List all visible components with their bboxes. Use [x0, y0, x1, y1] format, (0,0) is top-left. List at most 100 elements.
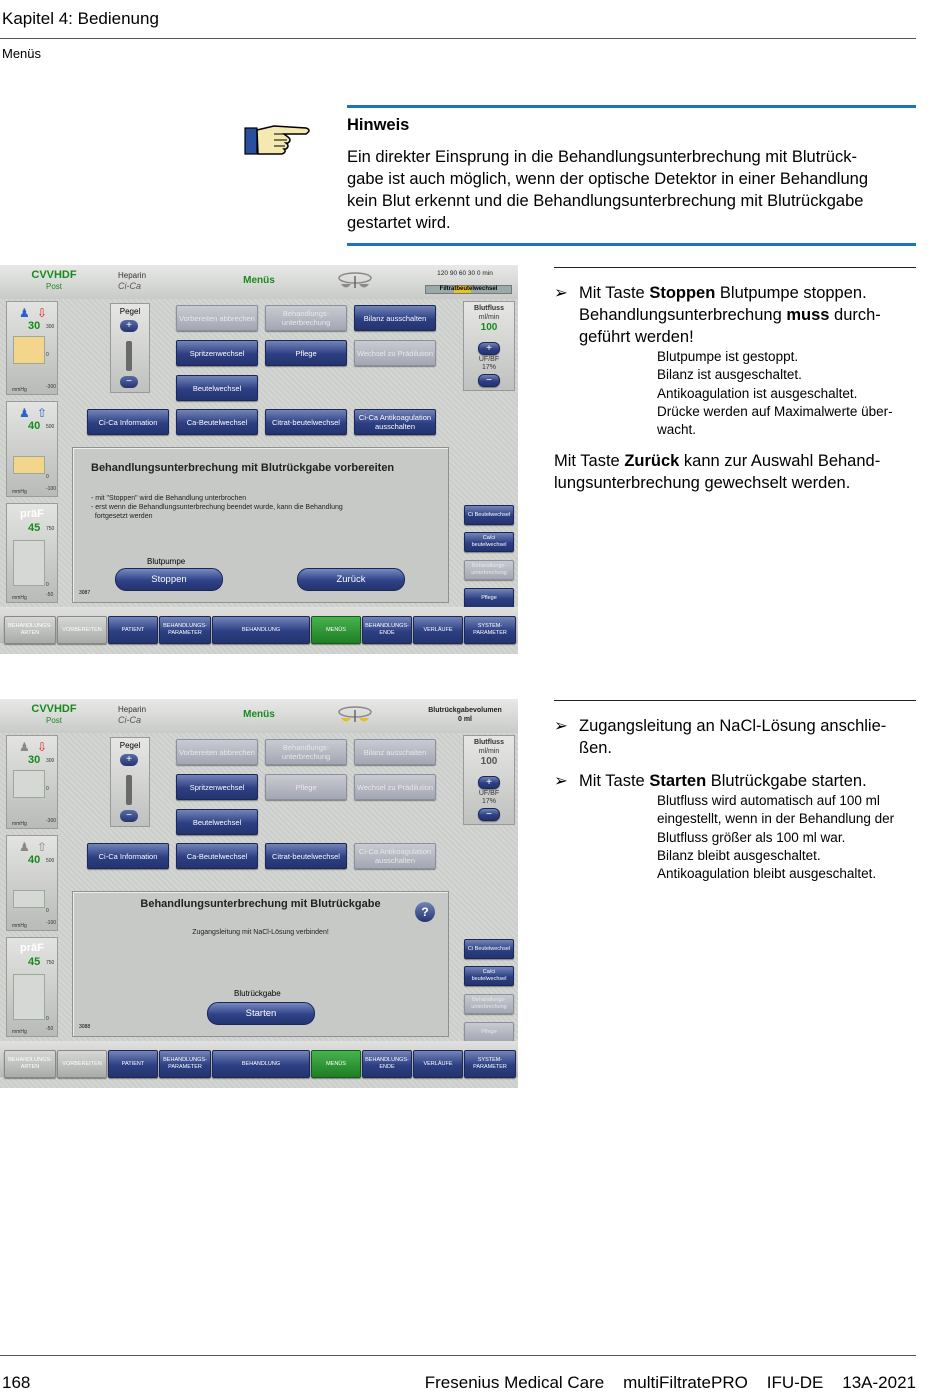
drip-chamber-icon — [126, 341, 132, 371]
stop-button[interactable]: Stoppen — [115, 568, 223, 591]
cancel-preparation-button[interactable]: Vorbereiten abbrechen — [176, 739, 258, 765]
note-top-rule — [347, 105, 916, 108]
step-stop-pump: ➢ Mit Taste Stoppen Blutpumpe stoppen. B… — [554, 284, 881, 346]
level-control: Pegel + − — [110, 303, 150, 393]
nav-prepare[interactable]: VORBEREITEN — [57, 1050, 107, 1078]
header-rule — [0, 38, 916, 39]
dialog-body: Zugangsleitung mit NaCl-Lösung verbinden… — [192, 929, 329, 936]
nav-treatment-types[interactable]: BEHANDLUNGS-ARTEN — [4, 616, 56, 644]
filtrate-bag-bar — [425, 285, 512, 294]
balance-off-button[interactable]: Bilanz ausschalten — [354, 739, 436, 765]
dialog-code: 3088 — [79, 1024, 91, 1030]
ca-bag-change-button[interactable]: Ca-Beutelwechsel — [176, 409, 258, 435]
pressure-column-arterial: ♟ ⇩ 30 300 0 -300 mmHg — [6, 735, 58, 829]
anticoag-indicator: Heparin Ci-Ca — [118, 705, 147, 725]
start-button[interactable]: Starten — [207, 1002, 315, 1025]
nav-treatment-parameters[interactable]: BEHANDLUNGS-PARAMETER — [159, 616, 211, 644]
citrate-bag-change-button[interactable]: Citrat-beutelwechsel — [265, 843, 347, 869]
syringe-change-button[interactable]: Spritzenwechsel — [176, 340, 258, 366]
cica-information-button[interactable]: Ci-Ca Information — [87, 843, 169, 869]
pressure-column-prefilter: präF 45 750 0 -50 mmHg — [6, 503, 58, 603]
blood-flow-down-button[interactable]: − — [478, 374, 500, 387]
blood-flow-up-button[interactable]: + — [478, 342, 500, 355]
treatment-interruption-button[interactable]: Behandlungs-unterbrechung — [265, 739, 347, 765]
cica-information-button[interactable]: Ci-Ca Information — [87, 409, 169, 435]
nav-treatment-end[interactable]: BEHANDLUNGS-ENDE — [362, 616, 412, 644]
step-start-return: ➢ Mit Taste Starten Blutrückgabe starten… — [554, 772, 867, 790]
nav-system-parameters[interactable]: SYSTEM-PARAMETER — [464, 1050, 516, 1078]
nav-menus[interactable]: MENÜS — [311, 1050, 361, 1078]
side-care-button[interactable]: Pflege — [464, 588, 514, 608]
side-interruption-button[interactable]: Behandlungs-unterbrechung — [464, 560, 514, 580]
chapter-heading: Kapitel 4: Bedienung — [2, 9, 159, 28]
nav-treatment[interactable]: BEHANDLUNG — [212, 616, 310, 644]
cica-anticoag-off-button[interactable]: Ci-Ca Antikoagulation ausschalten — [354, 409, 436, 435]
nav-patient[interactable]: PATIENT — [108, 1050, 158, 1078]
back-button[interactable]: Zurück — [297, 568, 405, 591]
nav-treatment-parameters[interactable]: BEHANDLUNGS-PARAMETER — [159, 1050, 211, 1078]
blood-flow-down-button[interactable]: − — [478, 808, 500, 821]
dialog-body: - mit "Stoppen" wird die Behandlung unte… — [91, 495, 343, 520]
dialog-code: 3087 — [79, 590, 91, 596]
bag-change-button[interactable]: Beutelwechsel — [176, 375, 258, 401]
side-ca-bag-change-button[interactable]: Ca/ci beutelwechsel — [464, 966, 514, 986]
citrate-bag-change-button[interactable]: Citrat-beutelwechsel — [265, 409, 347, 435]
nav-menus[interactable]: MENÜS — [311, 616, 361, 644]
dialog-title: Behandlungsunterbrechung mit Blutrückgab… — [140, 898, 381, 910]
level-down-button[interactable]: − — [120, 810, 138, 822]
step-separator-2 — [554, 700, 916, 701]
blood-flow-up-button[interactable]: + — [478, 776, 500, 789]
filtrate-timer: 120 90 60 30 0 min — [437, 270, 493, 277]
note-title: Hinweis — [347, 116, 410, 134]
side-ci-bag-change-button[interactable]: Ci Beutelwechsel — [464, 505, 514, 525]
device-screen-prepare: CVVHDF Post Heparin Ci-Ca Menüs 120 90 6… — [0, 265, 518, 654]
patient-icon: ♟ — [19, 740, 30, 754]
nav-treatment-end[interactable]: BEHANDLUNGS-ENDE — [362, 1050, 412, 1078]
anticoag-indicator: Heparin Ci-Ca — [118, 271, 147, 291]
screen-menu-title: Menüs — [243, 275, 275, 286]
patient-icon: ♟ — [19, 406, 30, 420]
blood-flow-control: Blutfluss ml/min 100 + UF/BF 17% − — [463, 735, 515, 825]
device-screen-blood-return: CVVHDF Post Heparin Ci-Ca Menüs Blutrück… — [0, 699, 518, 1088]
cancel-preparation-button[interactable]: Vorbereiten abbrechen — [176, 305, 258, 331]
bottom-navigation: BEHANDLUNGS-ARTEN VORBEREITEN PATIENT BE… — [0, 607, 518, 644]
switch-predilution-button[interactable]: Wechsel zu Prädilution — [354, 340, 436, 366]
blood-return-label: Blutrückgabe — [234, 989, 281, 998]
footer-publisher: Fresenius Medical Care multiFiltratePRO … — [424, 1373, 916, 1392]
bag-change-button[interactable]: Beutelwechsel — [176, 809, 258, 835]
screen-top-bar — [0, 699, 518, 733]
nav-treatment[interactable]: BEHANDLUNG — [212, 1050, 310, 1078]
care-button[interactable]: Pflege — [265, 340, 347, 366]
treatment-mode: CVVHDF Post — [31, 703, 77, 725]
syringe-change-button[interactable]: Spritzenwechsel — [176, 774, 258, 800]
ca-bag-change-button[interactable]: Ca-Beutelwechsel — [176, 843, 258, 869]
help-button[interactable]: ? — [415, 902, 435, 922]
arterial-arrow-icon: ⇩ — [37, 740, 48, 754]
return-volume: Blutrückgabevolumen 0 ml — [428, 707, 502, 723]
nav-prepare[interactable]: VORBEREITEN — [57, 616, 107, 644]
side-ca-bag-change-button[interactable]: Ca/ci beutelwechsel — [464, 532, 514, 552]
cica-anticoag-off-button[interactable]: Ci-Ca Antikoagulation ausschalten — [354, 843, 436, 869]
balance-scale-icon — [338, 272, 372, 288]
side-care-button[interactable]: Pflege — [464, 1022, 514, 1042]
nav-system-parameters[interactable]: SYSTEM-PARAMETER — [464, 616, 516, 644]
patient-icon: ♟ — [19, 306, 30, 320]
nav-history[interactable]: VERLÄUFE — [413, 1050, 463, 1078]
switch-predilution-button[interactable]: Wechsel zu Prädilution — [354, 774, 436, 800]
level-up-button[interactable]: + — [120, 754, 138, 766]
nav-history[interactable]: VERLÄUFE — [413, 616, 463, 644]
step-separator-1 — [554, 267, 916, 268]
level-up-button[interactable]: + — [120, 320, 138, 332]
side-ci-bag-change-button[interactable]: Ci Beutelwechsel — [464, 939, 514, 959]
screen-menu-title: Menüs — [243, 709, 275, 720]
dialog-title: Behandlungsunterbrechung mit Blutrückgab… — [91, 462, 395, 474]
treatment-interruption-button[interactable]: Behandlungs-unterbrechung — [265, 305, 347, 331]
care-button[interactable]: Pflege — [265, 774, 347, 800]
treatment-mode: CVVHDF Post — [31, 269, 77, 291]
level-control: Pegel + − — [110, 737, 150, 827]
side-interruption-button[interactable]: Behandlungs-unterbrechung — [464, 994, 514, 1014]
level-down-button[interactable]: − — [120, 376, 138, 388]
balance-off-button[interactable]: Bilanz ausschalten — [354, 305, 436, 331]
nav-treatment-types[interactable]: BEHANDLUNGS-ARTEN — [4, 1050, 56, 1078]
nav-patient[interactable]: PATIENT — [108, 616, 158, 644]
